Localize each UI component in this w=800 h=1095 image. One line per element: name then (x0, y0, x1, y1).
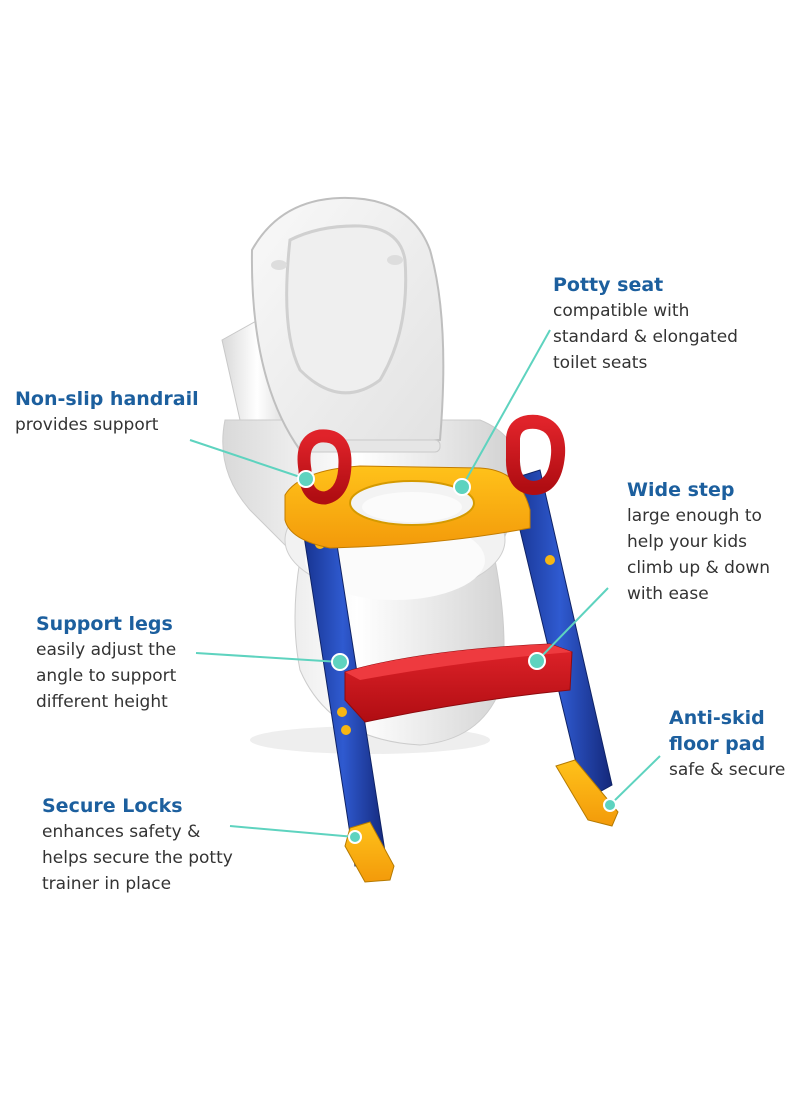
callout-title: Secure Locks (42, 795, 183, 817)
description-line: safe & secure (669, 760, 786, 780)
description-line: large enough to (627, 506, 762, 526)
description-line: climb up & down (627, 558, 771, 578)
description-line: different height (36, 692, 168, 712)
callout-title: floor pad (669, 733, 766, 755)
description-line: help your kids (627, 532, 747, 552)
callout-anti-skid: Anti-skid floor pad safe & secure (669, 705, 785, 783)
callout-description: large enough to help your kids climb up … (627, 503, 770, 607)
description-line: helps secure the potty (42, 848, 233, 868)
description-line: provides support (15, 415, 159, 435)
toilet-lid (250, 196, 445, 453)
callout-title: Potty seat (553, 274, 664, 296)
description-line: easily adjust the (36, 640, 177, 660)
description-line: standard & elongated (553, 327, 738, 347)
wide-step (344, 643, 573, 723)
description-line: angle to support (36, 666, 177, 686)
description-line: with ease (627, 584, 709, 604)
description-line: enhances safety & (42, 822, 201, 842)
right-handrail (505, 414, 566, 496)
callout-support-legs: Support legs easily adjust the angle to … (36, 611, 176, 715)
description-line: compatible with (553, 301, 690, 321)
callout-wide-step: Wide step large enough to help your kids… (627, 477, 770, 607)
callout-title: Wide step (627, 479, 735, 501)
callout-handrail: Non-slip handrail provides support (15, 386, 199, 438)
description-line: toilet seats (553, 353, 648, 373)
callout-description: provides support (15, 412, 199, 438)
callout-description: safe & secure (669, 757, 785, 783)
left-handrail (297, 429, 352, 505)
callout-description: enhances safety & helps secure the potty… (42, 819, 233, 897)
right-support-leg (507, 469, 619, 827)
callout-description: easily adjust the angle to support diffe… (36, 637, 176, 715)
leader-lines (189, 329, 661, 844)
callout-description: compatible with standard & elongated toi… (553, 298, 738, 376)
callout-title: Non-slip handrail (15, 388, 199, 410)
callout-title: Anti-skid (669, 707, 765, 729)
callout-secure-locks: Secure Locks enhances safety & helps sec… (42, 793, 233, 897)
callout-potty-seat: Potty seat compatible with standard & el… (553, 272, 738, 376)
description-line: trainer in place (42, 874, 172, 894)
callout-title: Support legs (36, 613, 173, 635)
